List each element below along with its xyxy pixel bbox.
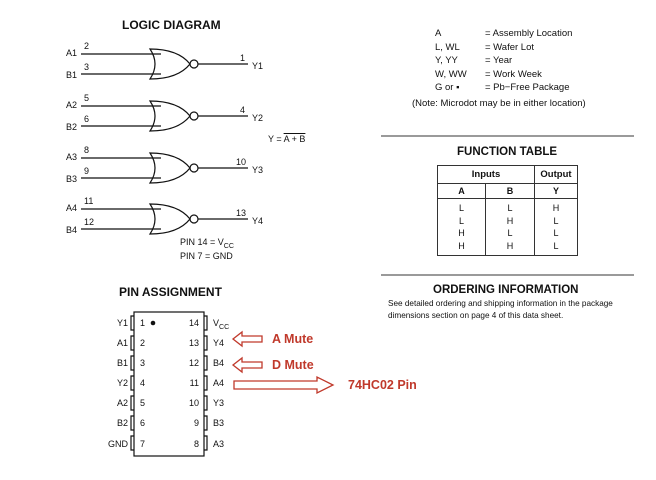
gate1-input-b-label: B1	[66, 70, 78, 80]
pin-label-1: Y1	[116, 318, 128, 328]
pin-num-9: 9	[193, 418, 199, 428]
pin-num-1: 1	[140, 318, 146, 328]
col-y-header: Y	[534, 183, 578, 199]
ordering-text: See detailed ordering and shipping infor…	[388, 299, 613, 320]
gate4-pin-b: 12	[84, 217, 95, 227]
gate4-output-label: Y4	[252, 216, 264, 226]
gate3-output-label: Y3	[252, 165, 264, 175]
nor-gate-1	[81, 48, 248, 80]
pin-label-8: A3	[213, 439, 225, 449]
nor-gate-3	[81, 152, 248, 184]
pin-label-5: A2	[116, 398, 128, 408]
gate2-pin-a: 5	[84, 93, 90, 103]
pin1-dot	[150, 320, 156, 326]
pin-label-14: VCC	[213, 318, 230, 331]
a-mute-annotation: A Mute	[272, 332, 314, 346]
pin-label-13: Y4	[213, 338, 225, 348]
pin-label-9: B3	[213, 418, 225, 428]
legend-note: (Note: Microdot may be in either locatio…	[412, 98, 586, 109]
ordering-title: ORDERING INFORMATION	[433, 284, 579, 296]
output-header: Output	[534, 165, 578, 184]
gate1-input-a-label: A1	[66, 48, 78, 58]
pin-num-12: 12	[188, 358, 199, 368]
pin-label-12: B4	[213, 358, 225, 368]
pin-num-4: 4	[140, 378, 146, 388]
pin-label-7: GND	[108, 439, 128, 449]
pin-num-5: 5	[140, 398, 146, 408]
gate3-pin-y: 10	[236, 157, 247, 167]
inputs-header: Inputs	[437, 165, 535, 184]
pin-label-4: Y2	[116, 378, 128, 388]
gate1-pin-y: 1	[240, 53, 246, 63]
nor-equation: Y = A + B	[268, 134, 306, 144]
legend-values: = Assembly Location = Wafer Lot = Year =…	[485, 28, 573, 93]
pin-num-3: 3	[140, 358, 146, 368]
pin-label-2: A1	[116, 338, 128, 348]
pin-num-10: 10	[188, 398, 199, 408]
gate4-pin-a: 11	[84, 196, 94, 206]
pin-assignment-title: PIN ASSIGNMENT	[119, 285, 222, 299]
legend-keys: A L, WL Y, YY W, WW G or ▪	[435, 28, 467, 93]
pin-label-11: A4	[213, 378, 225, 388]
pin-num-13: 13	[188, 338, 199, 348]
gate2-output-label: Y2	[252, 113, 264, 123]
col-a-header: A	[437, 183, 486, 199]
d-mute-annotation: D Mute	[272, 358, 314, 372]
pin-num-8: 8	[193, 439, 199, 449]
gate1-pin-b: 3	[84, 62, 90, 72]
pin-num-7: 7	[140, 439, 146, 449]
arrow-a-mute-icon	[231, 330, 263, 348]
gate3-input-b-label: B3	[66, 174, 78, 184]
dip-package	[130, 311, 208, 457]
arrow-d-mute-icon	[231, 356, 263, 374]
gate2-input-a-label: A2	[66, 100, 78, 110]
pin-num-11: 11	[189, 378, 199, 388]
pin-num-2: 2	[140, 338, 146, 348]
pin-num-6: 6	[140, 418, 146, 428]
col-b-header: B	[485, 183, 535, 199]
pin-label-6: B2	[116, 418, 128, 428]
nor-gate-4	[81, 203, 248, 235]
function-table-title: FUNCTION TABLE	[457, 146, 558, 158]
logic-diagram-title: LOGIC DIAGRAM	[122, 18, 221, 32]
gate4-input-a-label: A4	[66, 203, 78, 213]
pin14-power-note: PIN 14 = VCC	[180, 237, 234, 250]
pin-label-10: Y3	[213, 398, 225, 408]
gate2-pin-b: 6	[84, 114, 90, 124]
gate2-pin-y: 4	[240, 105, 246, 115]
gate3-pin-b: 9	[84, 166, 90, 176]
gate3-input-a-label: A3	[66, 152, 78, 162]
pin-label-3: B1	[116, 358, 128, 368]
nor-gate-2	[81, 100, 248, 132]
arrow-74hc02-icon	[233, 375, 335, 395]
pin7-ground-note: PIN 7 = GND	[180, 251, 233, 261]
gate1-output-label: Y1	[252, 61, 264, 71]
gate4-input-b-label: B4	[66, 225, 78, 235]
hc02-pin-annotation: 74HC02 Pin	[348, 378, 417, 392]
section-divider	[381, 274, 634, 276]
gate1-pin-a: 2	[84, 41, 90, 51]
gate3-pin-a: 8	[84, 145, 90, 155]
section-divider	[381, 135, 634, 137]
gate2-input-b-label: B2	[66, 122, 78, 132]
pin-num-14: 14	[188, 318, 199, 328]
gate4-pin-y: 13	[236, 208, 247, 218]
